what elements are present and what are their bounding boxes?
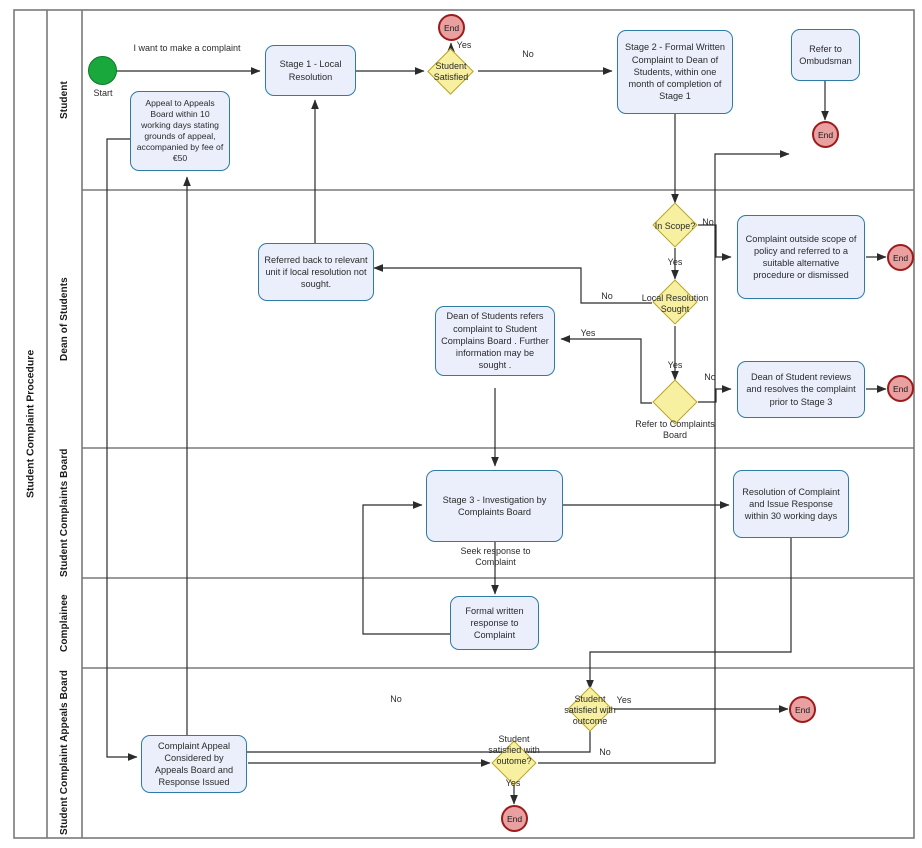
- end-node-student-satisfied[interactable]: End: [438, 14, 465, 41]
- pool-title: Student Complaint Procedure: [14, 10, 47, 838]
- edge-referboard-no: [698, 385, 732, 403]
- edge-referboard-yes: [560, 335, 652, 404]
- node-formal-written-response[interactable]: Formal written response to Complaint: [450, 596, 539, 650]
- lane-title-complainee: Complainee: [47, 578, 82, 668]
- node-resolution-of-complaint[interactable]: Resolution of Complaint and Issue Respon…: [733, 470, 849, 538]
- edge-label-satisfied-no: No: [522, 49, 534, 59]
- node-dean-reviews[interactable]: Dean of Student reviews and resolves the…: [737, 361, 865, 418]
- lane-label: Student Complaints Board: [59, 448, 70, 578]
- start-node[interactable]: [88, 56, 117, 85]
- swimlane-frame: [13, 9, 915, 839]
- connectors: [106, 42, 887, 805]
- edge-label-local-res-yes: Yes: [667, 360, 683, 370]
- node-referred-back[interactable]: Referred back to relevant unit if local …: [258, 243, 374, 301]
- lane-title-dean: Dean of Students: [47, 190, 82, 448]
- lane-title-student: Student: [47, 10, 82, 190]
- end-node-satisfied-outcome[interactable]: End: [789, 696, 816, 723]
- end-node-ombudsman[interactable]: End: [812, 121, 839, 148]
- edge-label-refer-board-yes: Yes: [580, 328, 596, 338]
- node-complaint-appeal[interactable]: Complaint Appeal Considered by Appeals B…: [141, 735, 247, 793]
- pool-title-label: Student Complaint Procedure: [24, 349, 37, 499]
- edge-label-outcome2-no: No: [599, 747, 611, 757]
- edge-formalresponse-stage3: [362, 501, 450, 635]
- edge-label-outcome-yes: Yes: [616, 695, 632, 705]
- edge-label-satisfied-yes: Yes: [456, 40, 472, 50]
- lane-label: Dean of Students: [59, 277, 70, 361]
- node-dean-refers[interactable]: Dean of Students refers complaint to Stu…: [435, 306, 555, 376]
- end-node-appeal[interactable]: End: [501, 805, 528, 832]
- node-stage1[interactable]: Stage 1 - Local Resolution: [265, 45, 356, 96]
- edge-label-seek-response: Seek response to Complaint: [460, 546, 531, 567]
- edge-outcome-no-appeal: [183, 176, 591, 753]
- start-caption: Start: [93, 88, 113, 98]
- lane-label: Student: [59, 81, 70, 119]
- lane-label: Complainee: [59, 594, 70, 652]
- node-appeal-to-appeals-board[interactable]: Appeal to Appeals Board within 10 workin…: [130, 91, 230, 171]
- lane-title-board: Student Complaints Board: [47, 448, 82, 578]
- node-stage3[interactable]: Stage 3 - Investigation by Complaints Bo…: [426, 470, 563, 542]
- edge-inscope-no: [698, 224, 732, 261]
- end-node-dean-reviews[interactable]: End: [887, 375, 914, 402]
- edge-localres-no: [373, 264, 652, 304]
- edge-label-want-to-complain: I want to make a complaint: [133, 43, 241, 53]
- edge-label-refer-board-no: No: [704, 372, 716, 382]
- end-node-outside-scope[interactable]: End: [887, 244, 914, 271]
- edge-label-in-scope-yes: Yes: [667, 257, 683, 267]
- edge-label-in-scope-no: No: [702, 217, 714, 227]
- edge-resolution-to-outcome: [586, 538, 792, 690]
- edge-label-outcome-no: No: [390, 694, 402, 704]
- edge-outcome2-no-ombudsman: [538, 150, 790, 764]
- edge-label-local-res-no: No: [601, 291, 613, 301]
- edge-appeal-to-complaintappeal: [106, 138, 138, 761]
- lane-title-appeals: Student Complaint Appeals Board: [47, 668, 82, 838]
- node-outside-scope[interactable]: Complaint outside scope of policy and re…: [737, 215, 865, 299]
- lane-label: Student Complaint Appeals Board: [59, 670, 70, 836]
- edge-label-outcome2-yes: Yes: [505, 778, 521, 788]
- node-refer-to-ombudsman[interactable]: Refer to Ombudsman: [791, 29, 860, 81]
- node-stage2[interactable]: Stage 2 - Formal Written Complaint to De…: [617, 30, 733, 114]
